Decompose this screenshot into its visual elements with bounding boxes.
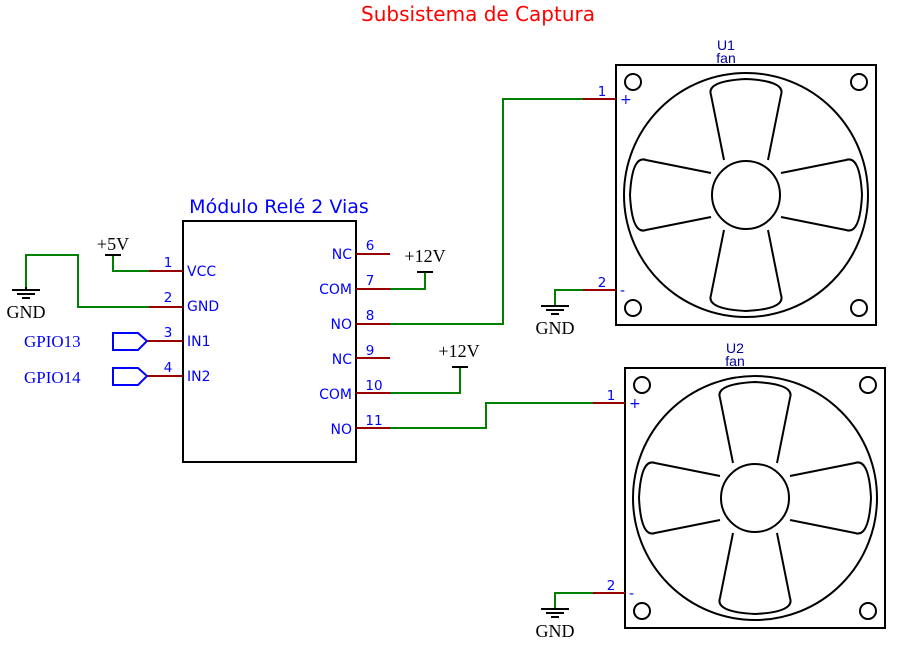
power-label: +12V: [404, 246, 445, 266]
pin-name: COM: [319, 387, 352, 403]
mount-hole-icon: [624, 73, 642, 91]
relay-pin-4[interactable]: 4 IN2: [147, 360, 211, 385]
fan-refdes: U1: [717, 37, 735, 53]
pin-number: 4: [164, 360, 173, 376]
fan-pin-2-name: -: [620, 283, 625, 299]
pin-name: GND: [187, 299, 219, 315]
relay-pin-8[interactable]: 8 NO: [331, 308, 391, 333]
relay-pin-1[interactable]: 1 VCC: [149, 255, 216, 280]
mount-hole-icon: [633, 602, 651, 620]
wire-12v-com2[interactable]: [390, 367, 461, 394]
fan-pin-1-name: +: [620, 92, 632, 108]
wire-5v-vcc[interactable]: [112, 255, 149, 272]
wire-no2-fan2[interactable]: [390, 402, 593, 429]
gnd-label: GND: [536, 318, 575, 338]
pin-number: 8: [366, 308, 375, 324]
wire-fan1-gnd[interactable]: [554, 289, 583, 306]
pin-name: COM: [319, 282, 352, 298]
fan-value: fan: [725, 353, 744, 369]
relay-pin-10[interactable]: 10 COM: [319, 378, 390, 403]
gnd-label: GND: [536, 621, 575, 641]
relay-pin-11[interactable]: 11 NO: [331, 413, 391, 438]
mount-hole-icon: [859, 602, 877, 620]
power-label: +5V: [97, 234, 129, 254]
fan-blade: [780, 158, 864, 232]
pin-name: NO: [331, 422, 353, 438]
wire-gnd[interactable]: [25, 254, 149, 308]
power-12v-b: +12V: [438, 341, 480, 368]
pin-number: 1: [164, 255, 173, 271]
fan-ring-outer: [623, 72, 869, 318]
pin-number: 11: [365, 413, 382, 429]
fan-hub: [711, 160, 781, 230]
relay-module[interactable]: Módulo Relé 2 Vias 1 VCC 2 GND 3 IN1 4 I…: [147, 196, 391, 463]
fan-ring-outer: [632, 375, 878, 621]
label-text: GPIO13: [24, 332, 81, 351]
fan-blade: [718, 380, 792, 464]
schematic-title: Subsistema de Captura: [361, 2, 595, 26]
fan-pin-1-name: +: [629, 396, 641, 412]
fan-pin-1-number: 1: [607, 388, 616, 404]
relay-pin-2[interactable]: 2 GND: [149, 290, 219, 315]
gnd-u2: GND: [536, 608, 575, 641]
pin-name: IN1: [187, 334, 211, 350]
fan-blade: [789, 461, 873, 535]
wire-12v-com1[interactable]: [390, 272, 426, 290]
gnd-left: GND: [7, 287, 46, 322]
relay-module-name: Módulo Relé 2 Vias: [189, 196, 369, 218]
power-5v: +5V: [97, 234, 129, 256]
pin-name: IN2: [187, 369, 211, 385]
pin-name: NC: [332, 352, 352, 368]
pin-number: 6: [366, 238, 375, 254]
pin-name: VCC: [187, 264, 216, 280]
fan-frame: [624, 367, 886, 629]
fan-refdes: U2: [726, 340, 744, 356]
wire-no1-fan1[interactable]: [390, 98, 583, 325]
label-flag-icon: [112, 332, 149, 351]
relay-pin-9[interactable]: 9 NC: [332, 343, 390, 368]
mount-hole-icon: [859, 376, 877, 394]
wires: [25, 98, 593, 609]
fan-icon: [615, 64, 877, 326]
power-12v-a: +12V: [404, 246, 446, 273]
mount-hole-icon: [633, 376, 651, 394]
fan-blade: [709, 77, 783, 161]
global-label-gpio14[interactable]: GPIO14: [24, 367, 149, 387]
gnd-u1: GND: [536, 305, 575, 338]
pin-number: 7: [366, 273, 375, 289]
fan-u2[interactable]: U2 fan 1 + 2 -: [593, 340, 886, 629]
pin-number: 10: [365, 378, 382, 394]
fan-blade: [718, 532, 792, 616]
gnd-label: GND: [7, 302, 46, 322]
fan-icon: [624, 367, 886, 629]
relay-pin-3[interactable]: 3 IN1: [147, 325, 211, 350]
pin-number: 2: [164, 290, 173, 306]
fan-frame: [615, 64, 877, 326]
fan-hub: [720, 463, 790, 533]
global-label-gpio13[interactable]: GPIO13: [24, 332, 149, 351]
fan-pin-2-number: 2: [598, 275, 607, 291]
fan-blade: [628, 158, 712, 232]
wire-fan2-gnd[interactable]: [554, 592, 593, 609]
mount-hole-icon: [850, 299, 868, 317]
fan-u1[interactable]: U1 fan 1 + 2 -: [583, 37, 877, 326]
fan-pin-2-name: -: [629, 586, 634, 602]
relay-pin-6[interactable]: 6 NC: [332, 238, 390, 263]
fan-pin-1-number: 1: [598, 84, 607, 100]
pin-number: 3: [164, 325, 173, 341]
power-label: +12V: [438, 341, 479, 361]
relay-pin-7[interactable]: 7 COM: [319, 273, 390, 298]
fan-blade: [637, 461, 721, 535]
label-flag-icon: [112, 367, 149, 386]
pin-name: NC: [332, 247, 352, 263]
fan-pin-2-number: 2: [607, 578, 616, 594]
mount-hole-icon: [624, 299, 642, 317]
fan-value: fan: [716, 50, 735, 66]
fan-blade: [709, 229, 783, 313]
pin-name: NO: [331, 317, 353, 333]
label-text: GPIO14: [24, 368, 81, 387]
mount-hole-icon: [850, 73, 868, 91]
pin-number: 9: [366, 343, 375, 359]
